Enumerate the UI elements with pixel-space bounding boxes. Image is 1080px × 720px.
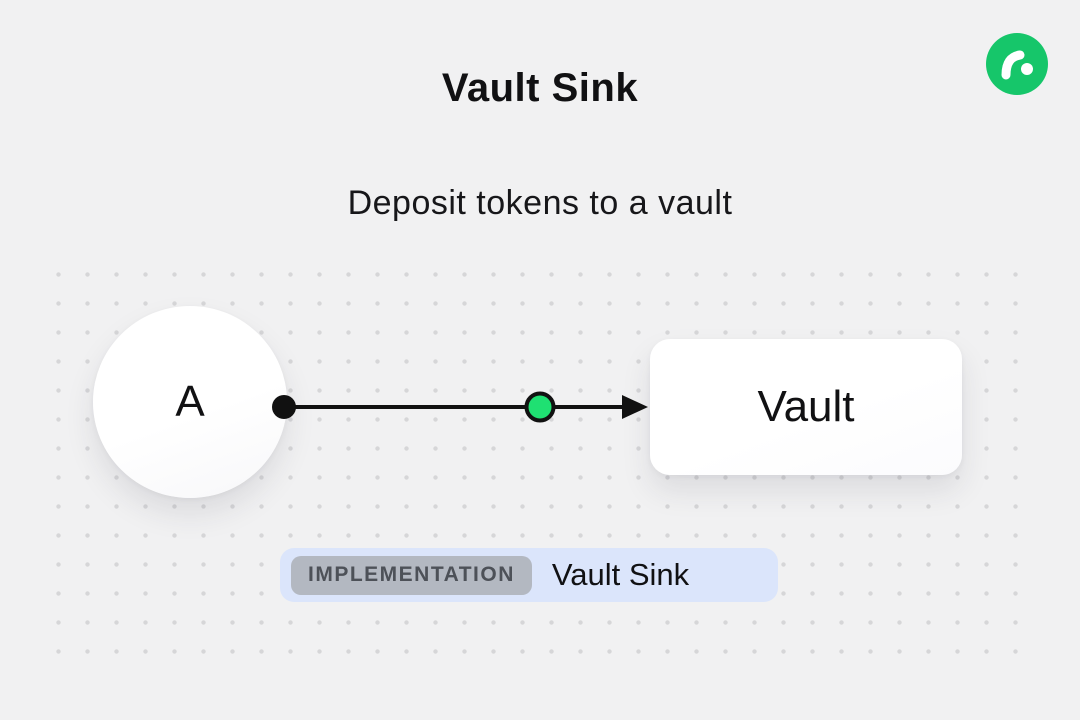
implementation-value: Vault Sink: [551, 557, 690, 592]
node-source: A: [93, 306, 287, 498]
connector-arrow: [272, 391, 648, 423]
node-target: Vault: [650, 339, 962, 475]
page-subtitle: Deposit tokens to a vault: [347, 184, 733, 222]
brand-logo-icon: [986, 33, 1048, 95]
page-title: Vault Sink: [441, 66, 639, 110]
node-target-label: Vault: [757, 382, 855, 431]
arrowhead-icon: [622, 395, 648, 419]
mid-green-dot-icon: [524, 391, 556, 423]
implementation-badge: IMPLEMENTATION Vault Sink: [280, 548, 778, 602]
node-source-label: A: [175, 377, 205, 426]
implementation-tag: IMPLEMENTATION: [291, 555, 532, 595]
start-dot-icon: [272, 395, 296, 419]
